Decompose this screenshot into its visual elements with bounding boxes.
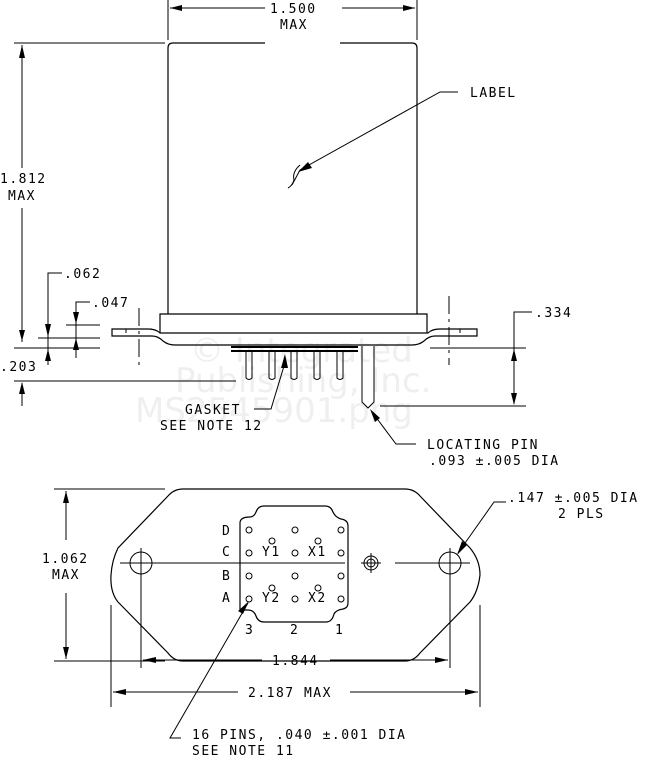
pin-hole (337, 526, 345, 534)
pin-grid (245, 526, 345, 603)
pin-hole (245, 572, 253, 580)
header-outline (239, 505, 349, 623)
width-dim-note: MAX (280, 18, 308, 33)
pin-label-y1: Y1 (262, 545, 281, 560)
label-callout: LABEL (470, 86, 517, 101)
flange-dim-2: .047 (92, 296, 129, 311)
pin-hole (268, 537, 276, 545)
locating-pin-marker (361, 553, 381, 573)
flange-dim-1: .062 (64, 267, 101, 282)
column-label-2: 2 (290, 623, 299, 638)
row-label-c: C (222, 545, 231, 560)
pin-label-x2: X2 (308, 591, 327, 606)
mount-hole-right (435, 548, 465, 578)
pins (245, 352, 344, 380)
pin-hole (314, 537, 322, 545)
pin-hole (245, 549, 253, 557)
locating-pin-callout-line2: .093 ±.005 DIA (429, 454, 560, 469)
pin-hole (337, 595, 345, 603)
case-base (159, 313, 428, 333)
mounting-flange (111, 328, 478, 346)
mount-hole-callout-line1: .147 ±.005 DIA (508, 491, 639, 506)
side-view: 1.500 MAX 1.812 MAX (0, 0, 572, 469)
watermark: © Integrated Publishing, Inc. MS2545901.… (135, 331, 431, 431)
pin-hole (291, 572, 299, 580)
gasket (231, 346, 358, 348)
case-body (167, 42, 418, 314)
pin-label-x1: X1 (308, 545, 327, 560)
locating-pin (361, 346, 375, 409)
pin-hole (291, 595, 299, 603)
mount-hole-left (126, 548, 156, 578)
pin-hole (291, 526, 299, 534)
overall-width-dim: 2.187 MAX (248, 686, 332, 701)
height-dim-note: MAX (8, 189, 36, 204)
pins-callout-line2: SEE NOTE 11 (192, 744, 295, 757)
pin-hole (245, 526, 253, 534)
pin-label-y2: Y2 (262, 591, 281, 606)
bottom-height-dim-note: MAX (52, 568, 80, 583)
row-label-d: D (222, 524, 231, 539)
base-outline (110, 488, 481, 662)
pin-hole (337, 549, 345, 557)
pin-hole (245, 595, 253, 603)
row-label-a: A (222, 591, 231, 606)
column-label-1: 1 (335, 623, 344, 638)
locating-pin-callout-line1: LOCATING PIN (427, 438, 539, 453)
pins-callout-line1: 16 PINS, .040 ±.001 DIA (192, 728, 407, 743)
pin-hole (268, 584, 276, 592)
hole-spacing-dim: 1.844 (272, 654, 319, 669)
gasket-callout-line2: SEE NOTE 12 (160, 419, 263, 434)
column-label-3: 3 (245, 623, 254, 638)
pin-length-dim: .203 (0, 360, 37, 375)
locating-pin-length-dim: .334 (535, 306, 572, 321)
bottom-height-dim-value: 1.062 (42, 552, 89, 567)
pin-hole (314, 584, 322, 592)
bottom-view: 1.062 MAX D C B A (42, 488, 639, 757)
gasket-callout-line1: GASKET (185, 403, 241, 418)
mount-hole-callout-line2: 2 PLS (558, 507, 605, 522)
pin-hole (291, 549, 299, 557)
row-label-b: B (222, 569, 231, 584)
width-dim-value: 1.500 (270, 2, 317, 17)
height-dim-value: 1.812 (0, 172, 47, 187)
pin-hole (337, 572, 345, 580)
